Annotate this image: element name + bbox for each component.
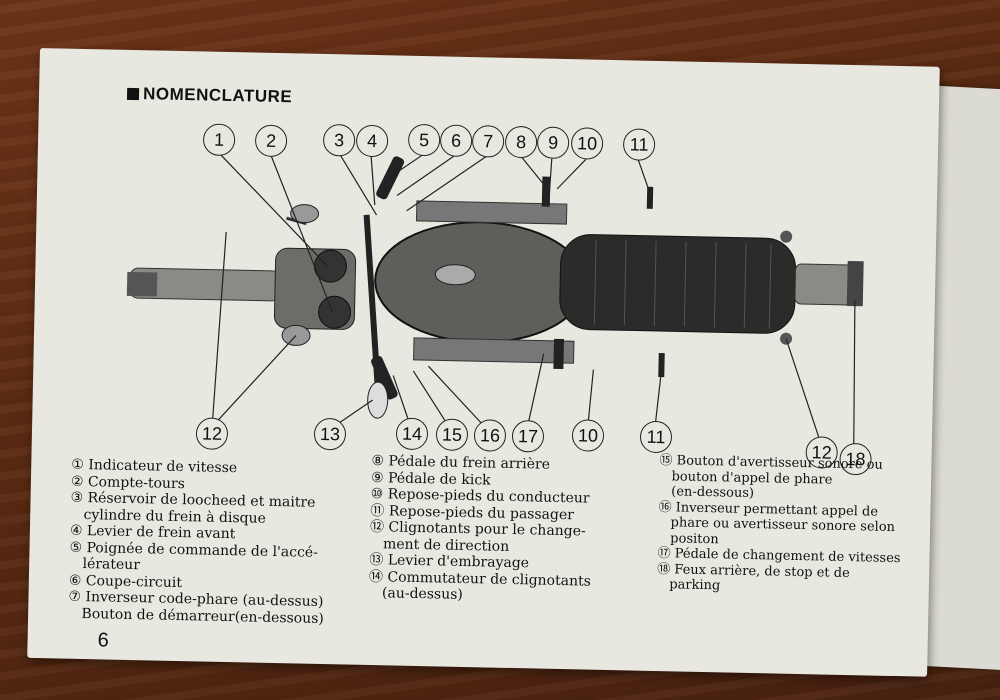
clutch-lever (367, 381, 389, 419)
throttle-grip (376, 156, 405, 200)
tachometer-gauge (318, 295, 352, 329)
legend-column-1: ① Indicateur de vitesse ② Compte-tours ③… (68, 457, 327, 627)
legend-column-2: ⑧ Pédale du frein arrière ⑨ Pédale de ki… (368, 453, 593, 606)
manual-page: NOMENCLATURE (27, 48, 940, 677)
front-tire (126, 271, 158, 297)
page-number: 6 (97, 629, 109, 652)
rear-fender (794, 263, 857, 306)
mirror-bottom (281, 324, 311, 346)
clutch-grip (371, 356, 398, 400)
legend-column-3: ⑮ Bouton d'avertisseur sonore ou bouton … (657, 453, 903, 598)
tail-light (846, 260, 864, 307)
motorcycle-diagram (126, 152, 864, 454)
fuel-tank (374, 221, 587, 344)
mirror-top (290, 204, 320, 224)
